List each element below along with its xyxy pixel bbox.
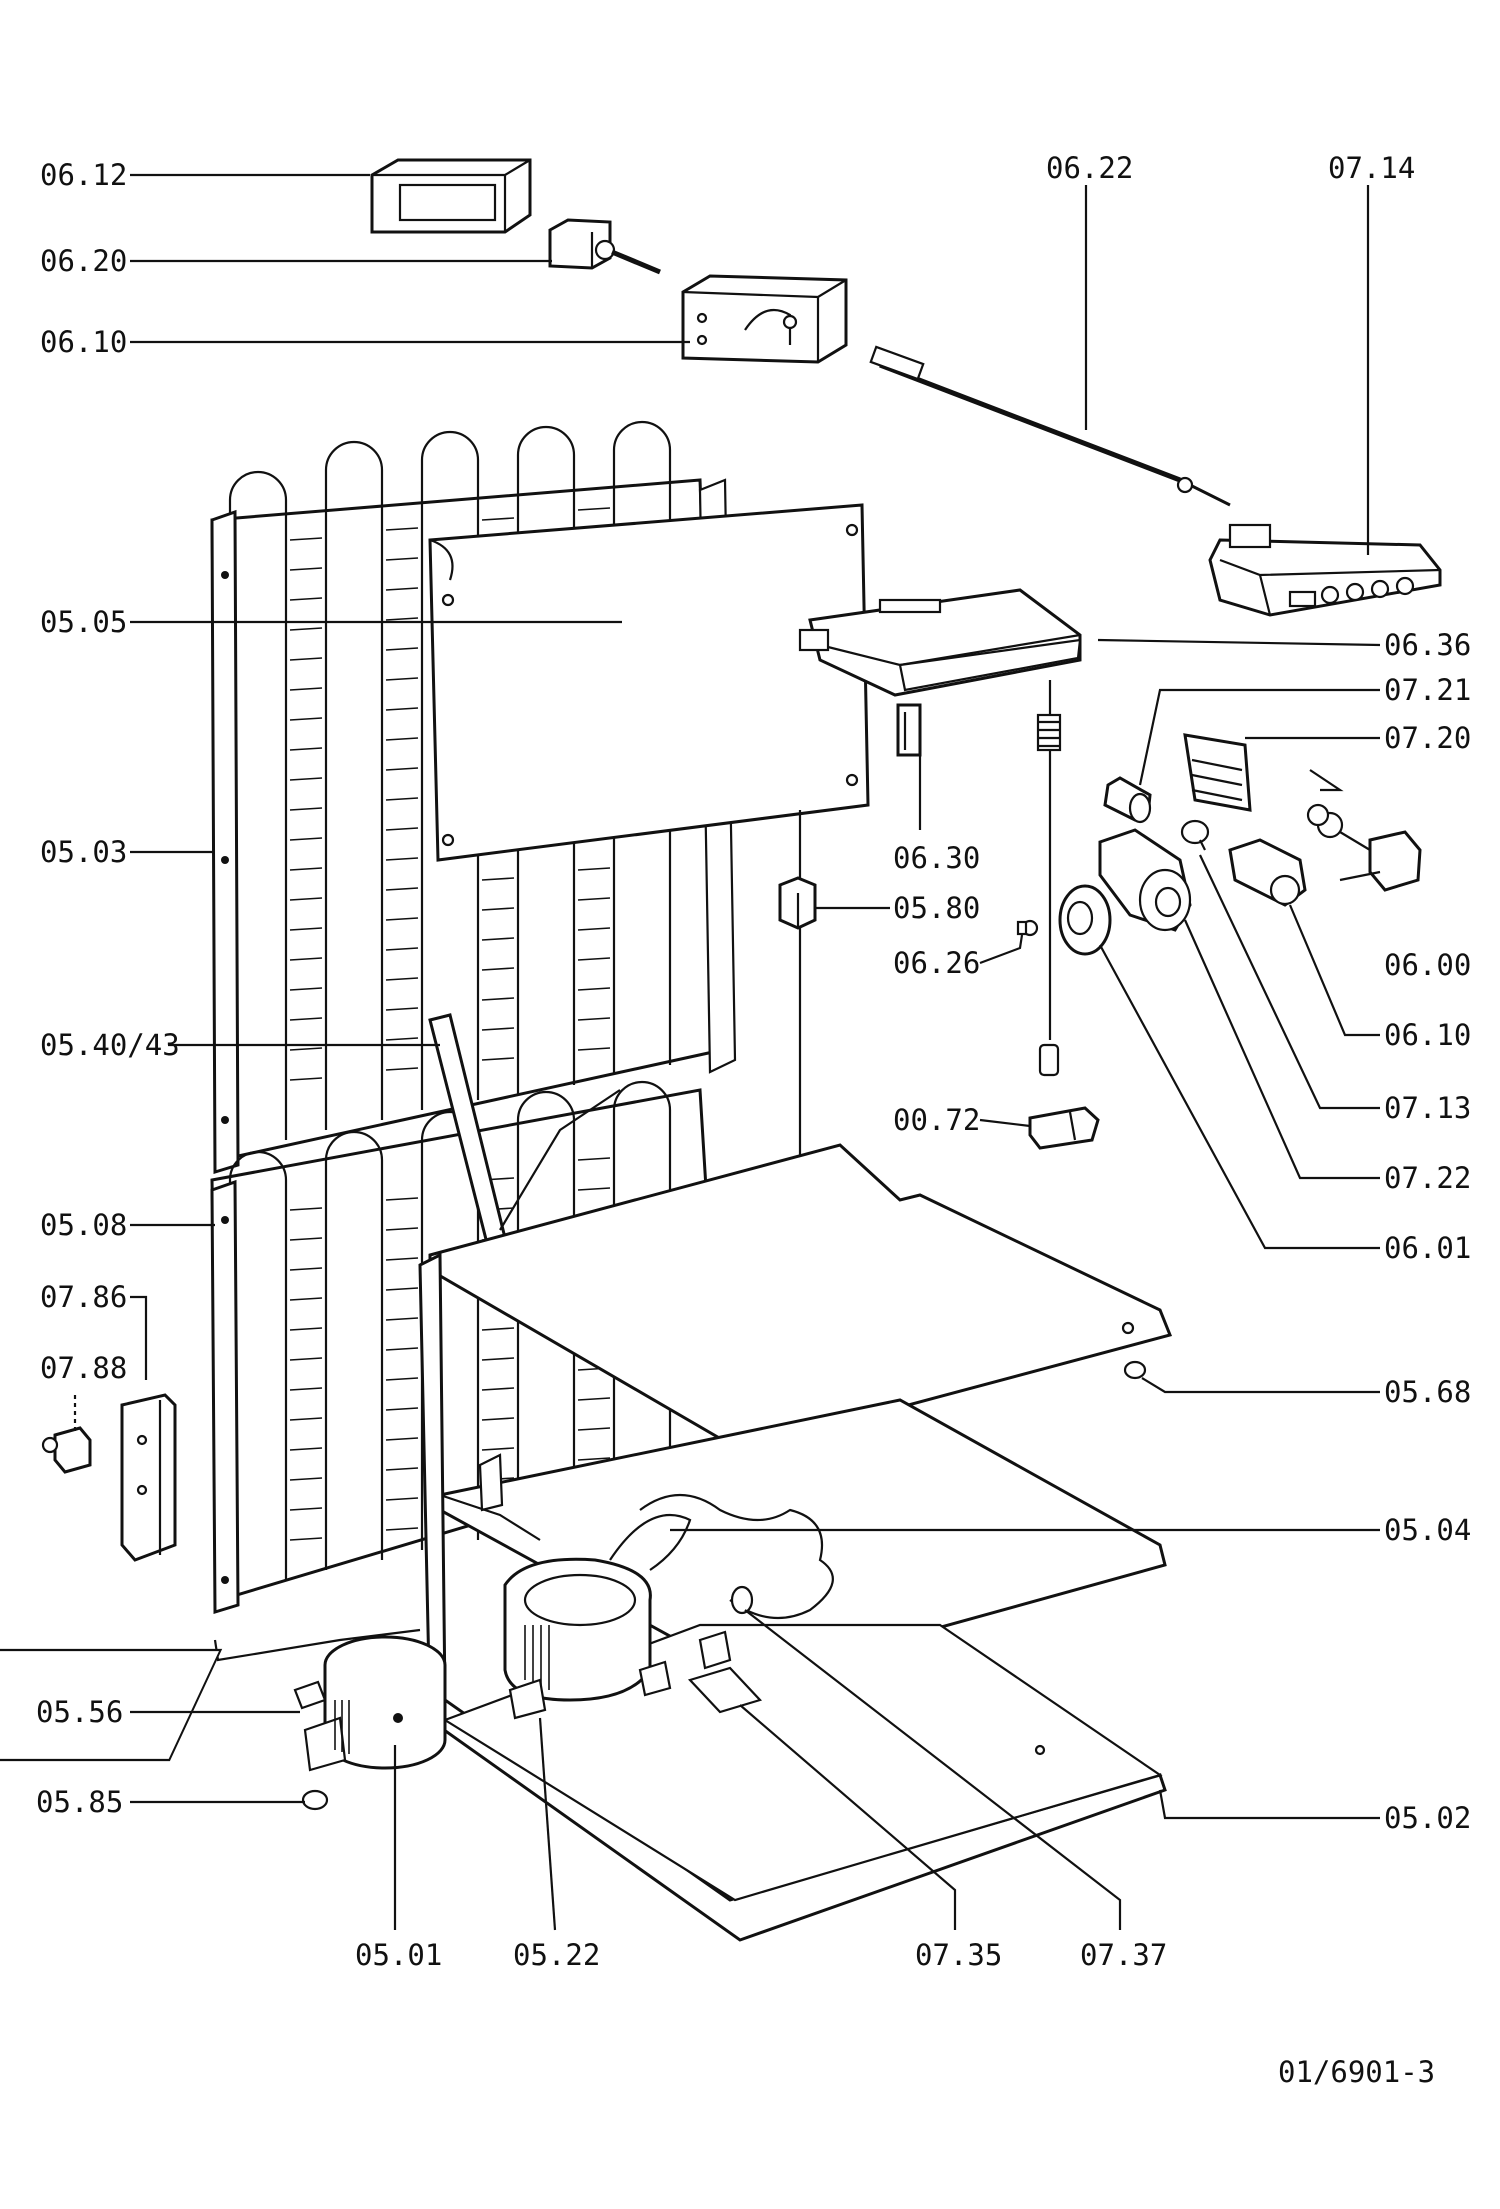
part-06-10-lower	[1228, 838, 1307, 907]
label-05-56: 05.56	[36, 1695, 123, 1729]
label-07-35: 07.35	[915, 1938, 1002, 1972]
label-06-36: 06.36	[1384, 628, 1471, 662]
label-05-85: 05.85	[36, 1785, 123, 1819]
part-06-20	[548, 218, 661, 275]
part-06-01	[1058, 884, 1112, 956]
part-07-37-plug	[730, 1585, 754, 1615]
part-07-21	[1103, 776, 1152, 824]
drawing-number: 01/6901-3	[1278, 2055, 1435, 2089]
label-05-01: 05.01	[355, 1938, 442, 1972]
part-07-35-rail	[687, 1630, 763, 1714]
part-06-30	[896, 703, 922, 757]
part-06-36-housing	[798, 588, 1082, 697]
label-05-05: 05.05	[40, 605, 127, 639]
label-05-68: 05.68	[1384, 1375, 1471, 1409]
part-06-26	[1016, 919, 1039, 937]
label-05-40-43: 05.40/43	[40, 1028, 180, 1062]
part-07-86	[120, 1393, 177, 1562]
label-05-02: 05.02	[1384, 1801, 1471, 1835]
part-05-80	[778, 876, 817, 930]
label-06-20: 06.20	[40, 244, 127, 278]
label-07-22: 07.22	[1384, 1161, 1471, 1195]
part-05-01-compressor	[303, 1635, 447, 1772]
label-07-21: 07.21	[1384, 673, 1471, 707]
label-07-86: 07.86	[40, 1280, 127, 1314]
label-06-01: 06.01	[1384, 1231, 1471, 1265]
part-05-04-shelf	[438, 1398, 1167, 1682]
label-00-72: 00.72	[893, 1103, 980, 1137]
part-spring	[1036, 680, 1062, 1077]
label-07-13: 07.13	[1384, 1091, 1471, 1125]
label-07-37: 07.37	[1080, 1938, 1167, 1972]
label-06-22: 06.22	[1046, 151, 1133, 185]
part-05-22-compressor	[503, 1493, 834, 1720]
label-05-80: 05.80	[893, 891, 980, 925]
label-06-26: 06.26	[893, 946, 980, 980]
leader-lines	[73, 173, 1381, 1931]
part-07-20	[1183, 733, 1344, 812]
label-06-12: 06.12	[40, 158, 127, 192]
label-05-03: 05.03	[40, 835, 127, 869]
part-05-05-plate	[428, 503, 870, 1180]
part-06-00	[1306, 803, 1422, 892]
part-06-10-housing	[681, 274, 848, 364]
part-07-13	[1180, 819, 1210, 851]
label-07-20: 07.20	[1384, 721, 1471, 755]
part-07-22	[1098, 828, 1192, 932]
part-07-88	[41, 1426, 92, 1474]
part-05-85	[301, 1789, 329, 1811]
label-05-22: 05.22	[513, 1938, 600, 1972]
label-05-08: 05.08	[40, 1208, 127, 1242]
part-06-22-rod	[869, 345, 1231, 507]
label-06-10-upper: 06.10	[40, 325, 127, 359]
part-05-56	[293, 1680, 327, 1710]
label-07-14: 07.14	[1328, 151, 1415, 185]
part-07-14-panel	[1208, 523, 1442, 617]
part-00-72	[1028, 1106, 1100, 1150]
label-06-10-lower: 06.10	[1384, 1018, 1471, 1052]
label-05-04: 05.04	[1384, 1513, 1471, 1547]
label-06-00: 06.00	[1384, 948, 1471, 982]
label-06-30: 06.30	[893, 841, 980, 875]
part-05-02-base	[0, 1252, 1167, 1942]
label-07-88: 07.88	[40, 1351, 127, 1385]
part-06-12	[370, 158, 532, 234]
part-shelf-upper	[428, 1143, 1173, 1452]
